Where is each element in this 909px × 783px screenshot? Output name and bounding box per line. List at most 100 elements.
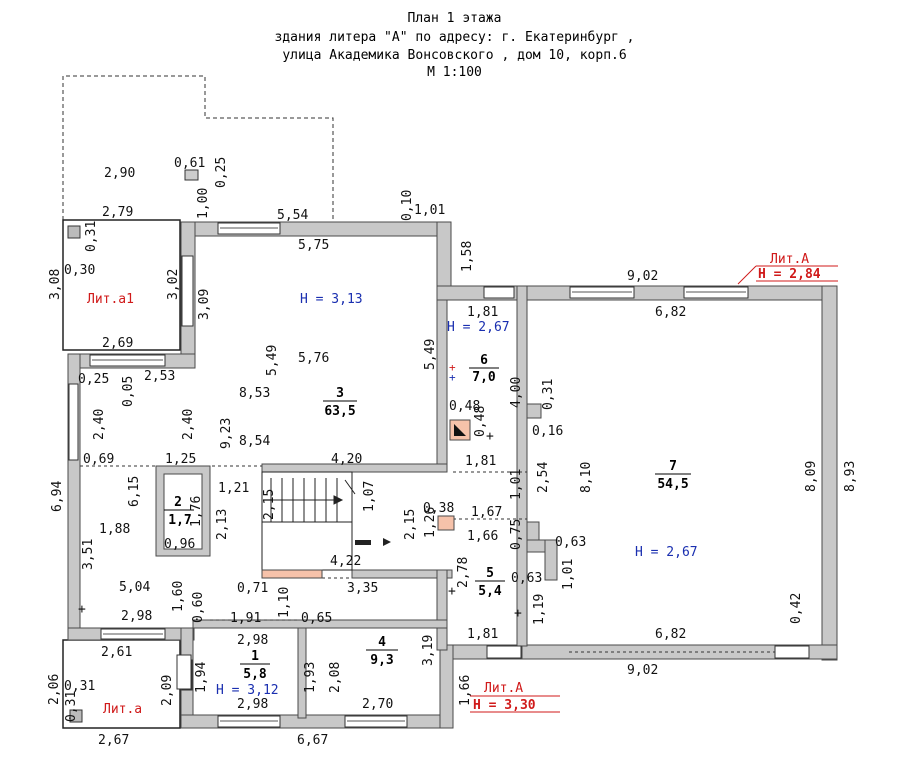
dimension-label: 5,75 (298, 238, 329, 253)
dimension-label: 2,06 (47, 674, 62, 705)
dimension-label: 0,31 (64, 691, 79, 722)
dimension-label: 2,67 (98, 733, 129, 748)
dimension-label: 0,25 (78, 372, 109, 387)
dimension-label: 4,00 (509, 377, 524, 408)
room-7-height: Н = 2,67 (635, 545, 698, 560)
dimension-label: 5,76 (298, 351, 329, 366)
plus-mark: + (486, 429, 494, 444)
dimension-label: 2,15 (403, 509, 418, 540)
dimension-label: 1,21 (218, 481, 249, 496)
room-3-number: 3 (336, 386, 344, 401)
dimension-label: 3,02 (166, 269, 181, 300)
dimension-label: 2,70 (362, 697, 393, 712)
dimension-label: 8,93 (843, 461, 858, 492)
vent-accent (437, 515, 455, 531)
dimension-label: 2,90 (104, 166, 135, 181)
annex-a-marker (69, 709, 83, 723)
dimension-label: 6,94 (50, 481, 65, 512)
annex-door (176, 654, 192, 690)
dimension-label: 0,71 (237, 581, 268, 596)
dimension-label: 1,01 (561, 559, 576, 590)
lit-A-bottom-label: Лит.А (484, 681, 523, 696)
dimension-label: 0,48 (449, 399, 480, 414)
dimension-label: 8,54 (239, 434, 270, 449)
dimension-label: 1,81 (467, 305, 498, 320)
dimension-labels: 2,90 0,61 0,25 1,00 2,79 5,54 0,10 1,01 … (47, 156, 858, 748)
dimension-label: 0,25 (214, 157, 229, 188)
dimension-label: 0,69 (83, 452, 114, 467)
stair-arrow-head (383, 538, 391, 546)
dimension-label: 0,48 (473, 406, 488, 437)
lit-a-top-leader (737, 265, 757, 285)
plan-address-line2: улица Академика Вонсовского , дом 10, ко… (282, 48, 627, 63)
dimension-label: 2,61 (101, 645, 132, 660)
dimension-label: 0,31 (84, 221, 99, 252)
dimension-label: 1,88 (99, 522, 130, 537)
room-3-area: 63,5 (324, 404, 355, 419)
dimension-label: 1,01 (509, 469, 524, 500)
dimension-label: 0,63 (555, 535, 586, 550)
dimension-label: 1,60 (171, 581, 186, 612)
dimension-label: 6,82 (655, 305, 686, 320)
dimension-label: 1,81 (465, 454, 496, 469)
dimension-label: 1,66 (458, 675, 473, 706)
dimension-label: 2,13 (215, 509, 230, 540)
dimension-label: 3,08 (48, 269, 63, 300)
dimension-label: 0,75 (509, 519, 524, 550)
dimension-label: 2,40 (92, 409, 107, 440)
dimension-label: 1,25 (165, 452, 196, 467)
plus-mark: + (514, 606, 522, 621)
dimension-label: 5,49 (265, 345, 280, 376)
room-6-area: 7,0 (472, 370, 496, 385)
dimension-label: 2,40 (181, 409, 196, 440)
room-1-number: 1 (251, 649, 259, 664)
dimension-label: 2,98 (237, 697, 268, 712)
dimension-label: 9,02 (627, 269, 658, 284)
lit-a1-label: Лит.а1 (87, 292, 134, 307)
room-2-area: 1,7 (168, 513, 191, 528)
dimension-label: 1,76 (189, 496, 204, 527)
dimension-label: 5,49 (423, 339, 438, 370)
dimension-label: 2,78 (456, 557, 471, 588)
dimension-label: 3,35 (347, 581, 378, 596)
dimension-label: 6,15 (127, 476, 142, 507)
dimension-label: 2,09 (160, 675, 175, 706)
dimension-label: 1,07 (362, 481, 377, 512)
dimension-label: 0,63 (511, 571, 542, 586)
dimension-label: 0,96 (164, 537, 195, 552)
room-6-number: 6 (480, 353, 488, 368)
shaft-symbol (454, 424, 466, 436)
dimension-label: 2,69 (102, 336, 133, 351)
dimension-label: 0,61 (174, 156, 205, 171)
lit-A-top-height: Н = 2,84 (758, 267, 821, 282)
lit-a-label: Лит.а (103, 702, 142, 717)
column-marker (184, 169, 199, 181)
dimension-label: 6,82 (655, 627, 686, 642)
stair-arrow-mark (355, 540, 371, 545)
dimension-label: 1,01 (414, 203, 445, 218)
dimension-label: 8,09 (804, 461, 819, 492)
staircase (261, 471, 356, 571)
dimension-label: 2,15 (262, 489, 277, 520)
blue-plus-mark: + (449, 371, 456, 384)
dimension-label: 1,26 (423, 507, 438, 538)
dimension-label: 1,19 (532, 594, 547, 625)
dimension-label: 3,51 (81, 539, 96, 570)
dimension-label: 8,10 (579, 462, 594, 493)
dimension-label: 9,02 (627, 663, 658, 678)
dimension-label: 3,19 (421, 635, 436, 666)
dimension-label: 0,65 (301, 611, 332, 626)
dimension-label: 0,42 (789, 593, 804, 624)
room-6-height: Н = 2,67 (447, 320, 510, 335)
lit-A-bottom-height: Н = 3,30 (473, 698, 536, 713)
door-accent (261, 569, 323, 579)
dimension-label: 2,98 (121, 609, 152, 624)
room-7-area: 54,5 (657, 477, 688, 492)
lit-A-top-label: Лит.А (770, 252, 809, 267)
dimension-label: 4,20 (331, 452, 362, 467)
plus-mark: + (448, 584, 456, 599)
dimension-label: 3,09 (197, 289, 212, 320)
dimension-label: 5,04 (119, 580, 150, 595)
dimension-label: 0,05 (121, 376, 136, 407)
